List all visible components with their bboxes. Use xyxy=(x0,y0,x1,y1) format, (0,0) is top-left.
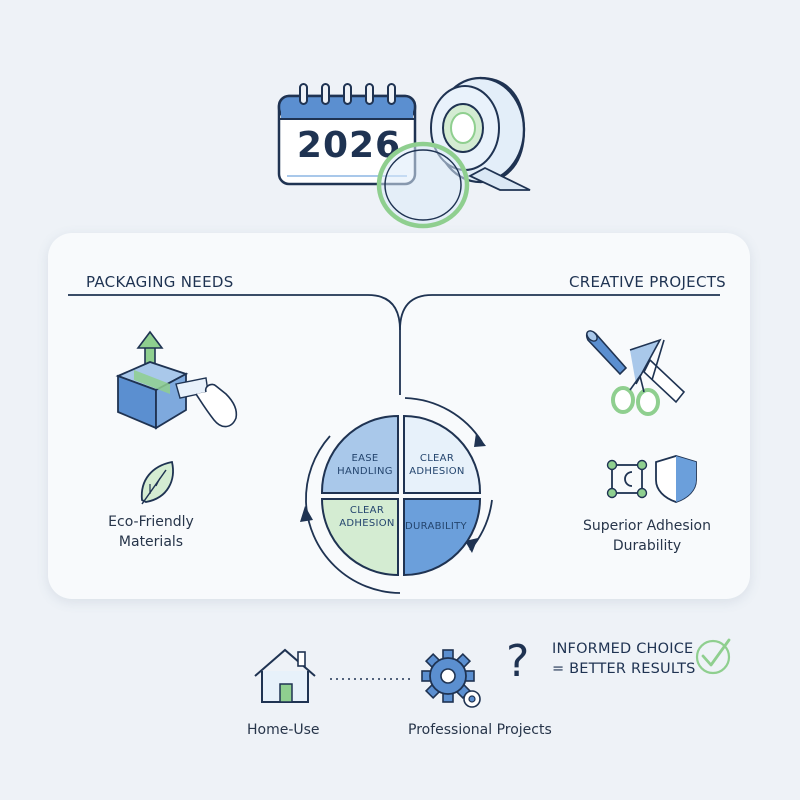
packaging-needs-title: PACKAGING NEEDS xyxy=(86,273,234,291)
eco-friendly-label: Eco-Friendly Materials xyxy=(108,514,194,550)
creative-projects-title: CREATIVE PROJECTS xyxy=(569,273,726,291)
informed-choice-text: INFORMED CHOICE = BETTER RESULTS xyxy=(552,641,696,677)
quadrant-ease-handling: EASE HANDLING xyxy=(337,453,393,477)
quadrant-durability: DURABILITY xyxy=(405,521,467,532)
professional-projects-label: Professional Projects xyxy=(408,722,552,738)
superior-adhesion-label: Superior Adhesion Durability xyxy=(582,518,711,554)
question-mark-icon: ? xyxy=(506,636,530,687)
quadrant-clear-adhesion-bottom: CLEAR ADHESION xyxy=(339,505,395,529)
quadrant-clear-adhesion-top: CLEAR ADHESION xyxy=(409,453,465,477)
year-label: 2026 xyxy=(296,125,402,166)
home-use-label: Home-Use xyxy=(247,722,320,738)
